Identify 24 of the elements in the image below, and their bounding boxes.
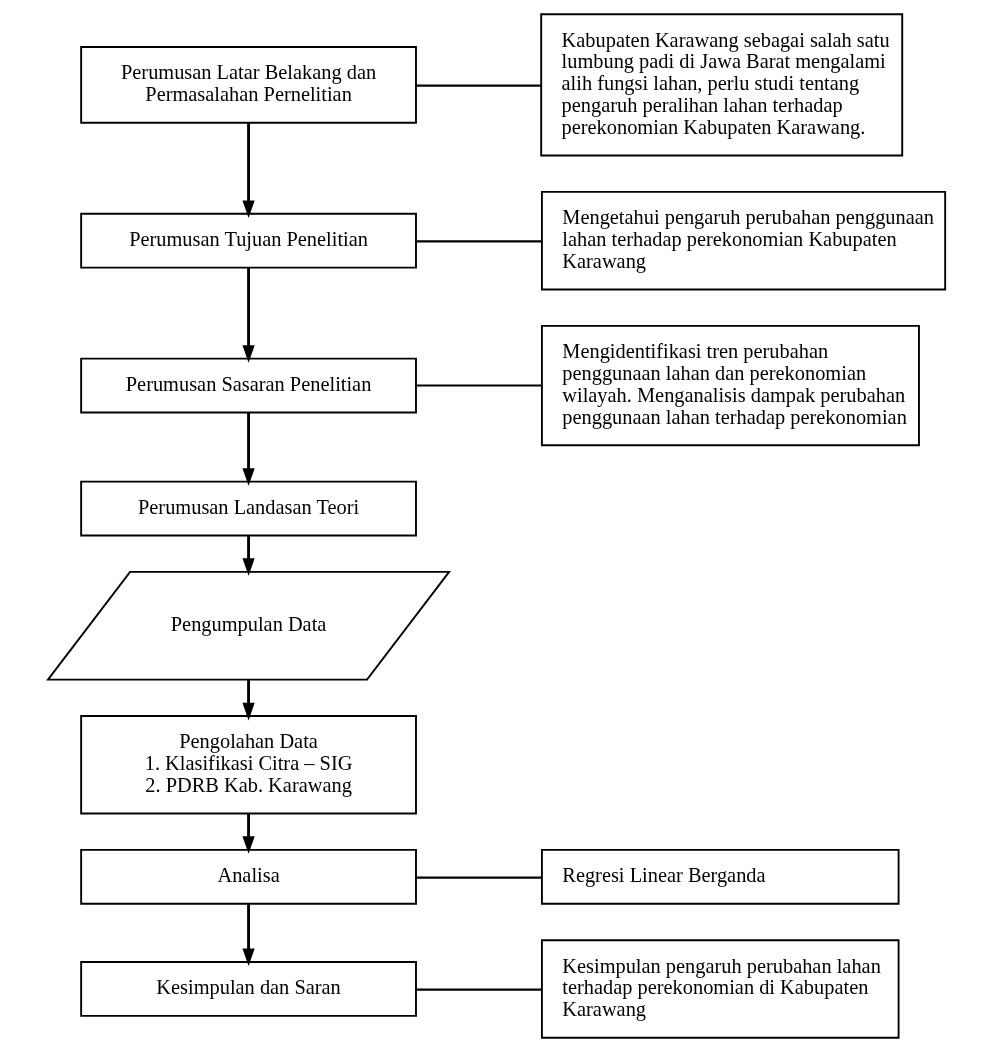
connector	[416, 384, 542, 387]
arrow	[242, 123, 255, 219]
arrow	[242, 813, 255, 854]
arrow	[242, 904, 255, 967]
node-box: Regresi Linear Berganda	[540, 848, 900, 905]
connector	[416, 876, 542, 879]
node-box: Kabupaten Karawang sebagai salah satu lumbung padi di Jawa Barat mengalami alih fungsi lahan, perlu studi tentang pengaruh peralihan lahan terhadap perekonomian Kabupaten Karawang.	[540, 13, 904, 157]
arrow	[242, 535, 255, 576]
node-box: Kesimpulan dan Saran	[80, 961, 417, 1017]
node-box: Analisa	[80, 848, 417, 905]
arrow	[242, 412, 255, 486]
connector	[416, 84, 541, 87]
node-box: Perumusan Sasaran Penelitian	[80, 357, 417, 414]
connector	[416, 988, 542, 991]
node-box: Mengidentifikasi tren perubahan penggunaan lahan dan perekonomian wilayah. Menganalisis dampak perubahan penggunaan lahan terhadap perekonomian	[540, 324, 920, 447]
node-box: Mengetahui pengaruh perubahan penggunaan lahan terhadap perekonomian Kabupaten Karawang	[540, 190, 947, 291]
connector	[416, 240, 542, 243]
node-box: Kesimpulan pengaruh perubahan lahan terhadap perekonomian di Kabupaten Karawang	[540, 939, 900, 1039]
arrow	[242, 267, 255, 363]
node-box: Perumusan Latar Belakang dan Permasalahan Pernelitian	[80, 46, 417, 124]
arrow	[242, 679, 255, 721]
node-box: Perumusan Landasan Teori	[80, 480, 417, 537]
node-box: Perumusan Tujuan Penelitian	[80, 212, 417, 269]
node-box: Pengolahan Data 1. Klasifikasi Citra – SIG 2. PDRB Kab. Karawang	[80, 715, 417, 815]
